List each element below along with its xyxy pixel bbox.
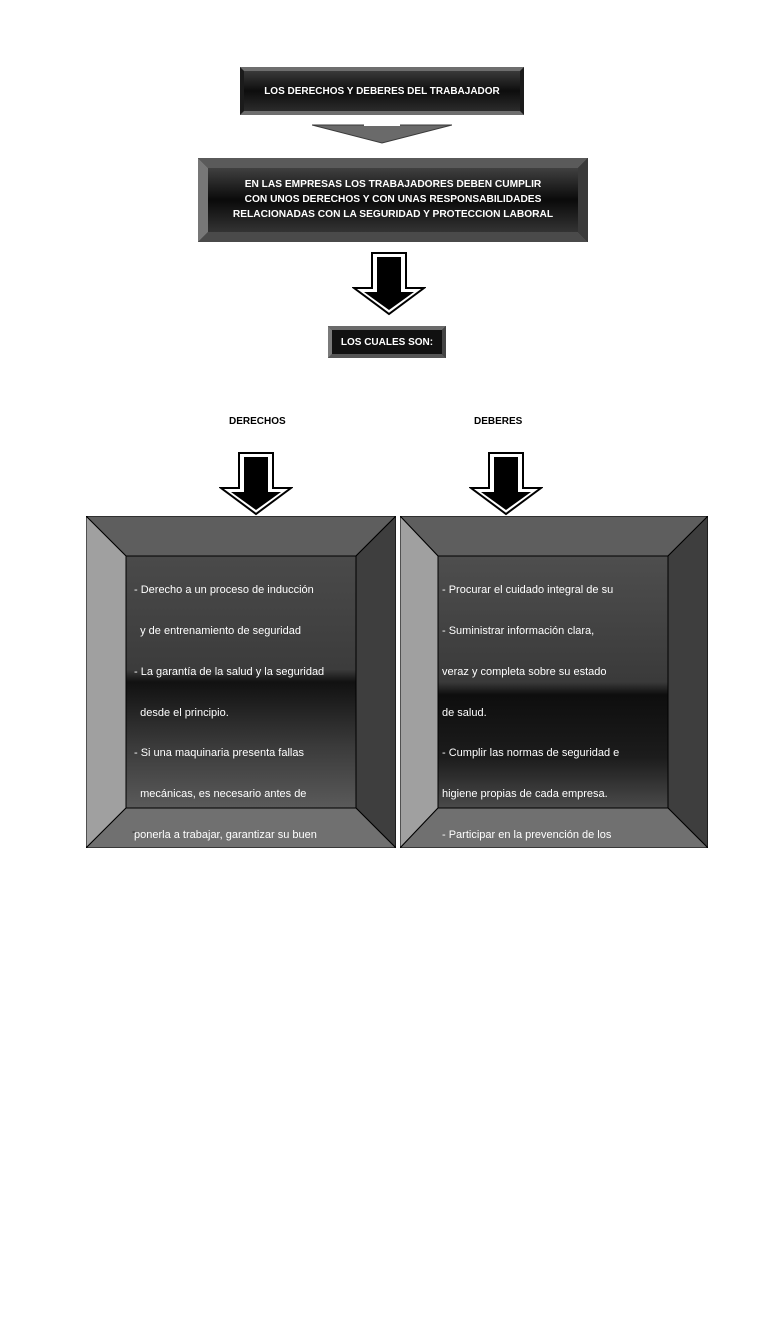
block-arrow-down-icon — [352, 252, 426, 316]
rights-list: - Derecho a un proceso de inducción y de… — [134, 557, 347, 1318]
rights-arrow-down-icon — [219, 452, 293, 516]
rights-label: DERECHOS — [229, 416, 286, 427]
list-item: ARP. — [442, 992, 467, 1004]
title-box: LOS DERECHOS Y DEBERES DEL TRABAJADOR — [240, 67, 524, 115]
list-item: - Si en las condiciones de trabajo dentr… — [134, 951, 331, 964]
duties-label: DEBERES — [474, 416, 523, 427]
title-box-frame — [240, 67, 524, 115]
duties-arrow-down-icon — [469, 452, 543, 516]
list-item: riesgos profesionales mediante las — [442, 869, 612, 882]
list-item: desde el principio. — [134, 706, 229, 719]
statement-box: EN LAS EMPRESAS LOS TRABAJADORES DEBEN C… — [198, 158, 588, 242]
list-item: - La garantía de la salud y la seguridad — [134, 665, 325, 678]
list-item: - Si una maquinaria presenta fallas — [134, 747, 304, 760]
rights-panel: - Derecho a un proceso de inducción y de… — [86, 516, 396, 1289]
list-item: de la ocupación del trabajador y en — [134, 1195, 312, 1208]
list-item: - Suministrar información clara, — [442, 624, 595, 637]
list-item: de protección auditivos. — [134, 1073, 250, 1086]
list-item: mecánicas, es necesario antes de — [134, 788, 307, 801]
list-item: de salud. — [442, 706, 487, 719]
list-item: y de entrenamiento de seguridad — [134, 624, 301, 637]
trailing-dash: - — [132, 826, 136, 838]
list-item: - Participar en la prevención de los — [442, 828, 612, 841]
list-item: mantenimiento y colocar sus guardas — [134, 869, 323, 882]
arrow-down-icon — [312, 115, 452, 144]
list-item: resultados para la empresa. — [134, 1277, 271, 1290]
statement-line: RELACIONADAS CON LA SEGURIDAD Y PROTECCI… — [232, 209, 554, 220]
list-item: higiene propias de cada empresa. — [442, 788, 608, 801]
list-item: - Derecho a un proceso de inducción — [134, 584, 314, 597]
connector-box-frame — [328, 326, 446, 358]
list-item: ponerla a trabajar, garantizar su buen — [134, 828, 317, 841]
list-item: de la empresa, existe un factor de riesg… — [134, 992, 339, 1004]
statement-box-frame — [198, 158, 588, 242]
duties-list: - Procurar el cuidado integral de su - S… — [442, 557, 619, 1033]
list-item: - Procurar el cuidado integral de su — [442, 584, 614, 597]
connector-label: LOS CUALES SON: — [340, 337, 434, 348]
rights-panel-frame — [86, 516, 396, 848]
page-title: LOS DERECHOS Y DEBERES DEL TRABAJADOR — [264, 86, 500, 97]
connector-box: LOS CUALES SON: — [328, 326, 446, 358]
list-item: como el ruido, es necesario usar element… — [134, 1032, 347, 1045]
duties-panel-frame — [400, 516, 708, 848]
list-item: actividades que determinen de — [442, 910, 592, 923]
list-item: consecuencia, el logro de buenos — [134, 1236, 298, 1249]
list-item: una condición necesaria para el desarrol… — [134, 1155, 341, 1168]
list-item: - Conocer las normas de seguridad es — [134, 1114, 321, 1127]
statement-text: EN LAS EMPRESAS LOS TRABAJADORES DEBEN C… — [198, 177, 588, 222]
list-item: manera conjunta la empresa y la — [442, 951, 602, 964]
list-item: - Cumplir las normas de seguridad e — [442, 747, 620, 760]
statement-line: CON UNOS DERECHOS Y CON UNAS RESPONSABIL… — [244, 194, 542, 205]
list-item: de protección. — [134, 910, 210, 923]
list-item: veraz y completa sobre su estado — [442, 665, 607, 678]
statement-line: EN LAS EMPRESAS LOS TRABAJADORES DEBEN C… — [244, 179, 542, 190]
duties-panel: - Procurar el cuidado integral de su - S… — [400, 516, 708, 1004]
